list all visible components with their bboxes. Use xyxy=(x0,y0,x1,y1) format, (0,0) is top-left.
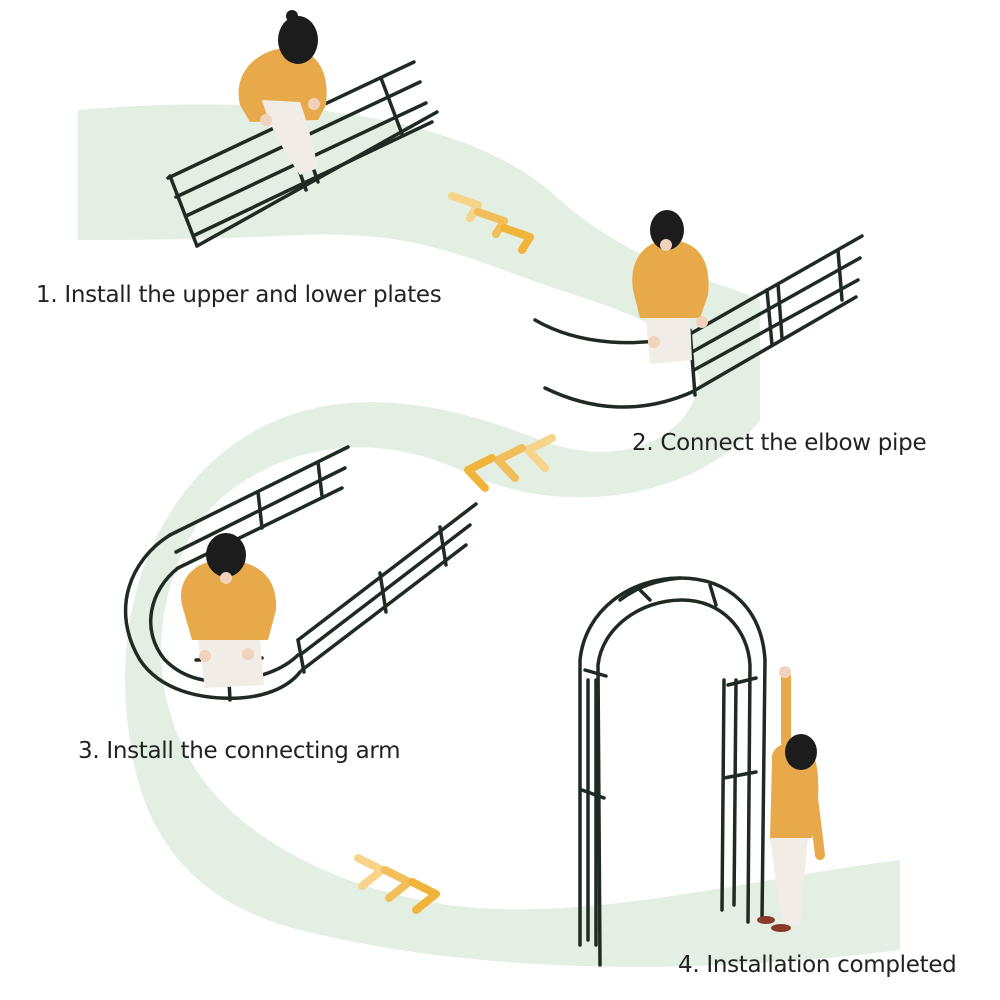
chevron-right-arrows-icon xyxy=(354,854,440,914)
step4-arch xyxy=(578,576,767,967)
chevron-left-arrows-icon xyxy=(464,434,556,492)
step-4-label: 4. Installation completed xyxy=(678,952,957,978)
chevron-right-arrows-icon xyxy=(448,192,534,254)
step1-person xyxy=(238,10,327,175)
step3-frame xyxy=(123,445,478,702)
step-1-label: 1. Install the upper and lower plates xyxy=(36,282,442,308)
green-path xyxy=(78,104,900,967)
step-2-label: 2. Connect the elbow pipe xyxy=(632,430,927,456)
step-3-label: 3. Install the connecting arm xyxy=(78,738,401,764)
step3-person xyxy=(181,533,277,688)
step4-person xyxy=(757,666,825,932)
step2-person xyxy=(632,210,709,364)
